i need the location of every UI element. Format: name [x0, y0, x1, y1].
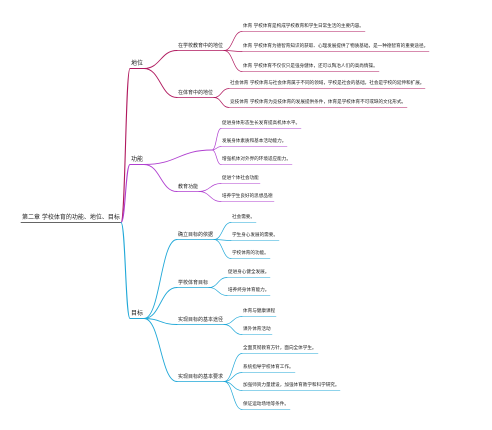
branch-function-group-0-link — [143, 149, 213, 165]
topic-education-function-link — [143, 164, 178, 192]
leaf-goal-basis-3-link — [213, 239, 232, 259]
leaf-goal-pathway-2[interactable]: 课外体育活动 — [243, 327, 271, 332]
leaf-goal-requirement-3[interactable]: 加强师资力量建设，加强体育教学和科学研究。 — [243, 383, 340, 388]
leaf-position-sports-2[interactable]: 竞技体育 学校体育为竞技体育的发展提供条件，体育是学校体育不可或缺的文化形式。 — [230, 100, 407, 105]
topic-position-in-school-education[interactable]: 在学校教育中的地位 — [178, 43, 224, 49]
topic-position-in-school-education-link — [143, 50, 178, 69]
leaf-goal-pathway-1-link — [223, 316, 243, 325]
topic-position-in-sports[interactable]: 在体育中的地位 — [178, 90, 214, 96]
leaf-goal-requirement-2-link — [223, 372, 243, 382]
branch-goal-link — [120, 221, 131, 320]
leaf-goal-basis-1[interactable]: 社会需要。 — [232, 215, 255, 220]
branch-position-link — [120, 67, 131, 224]
leaf-education-function-1-link — [198, 183, 222, 192]
leaf-goal-basis-2[interactable]: 学生身心发展的需要。 — [232, 233, 278, 238]
leaf-school-goal-2-link — [208, 287, 228, 296]
topic-goal-pathways-link — [143, 318, 178, 325]
topic-school-sports-goal-link — [143, 287, 178, 319]
leaf-position-school-1-link — [223, 31, 243, 51]
topic-goal-basis-link — [143, 239, 178, 319]
leaf-goal-basis-1-link — [213, 222, 232, 240]
leaf-function-health-3[interactable]: 增强机体对外界的环境适应能力。 — [222, 157, 291, 162]
leaf-goal-pathway-1[interactable]: 体育与健康课程 — [243, 309, 276, 314]
leaf-function-health-2-link — [211, 146, 222, 151]
leaf-education-function-2-link — [198, 191, 222, 202]
leaf-goal-requirement-1[interactable]: 全面贯彻教育方针，面向全体学生。 — [243, 346, 317, 351]
leaf-function-health-1-link — [211, 128, 222, 151]
leaf-position-school-3-link — [223, 50, 243, 72]
leaf-function-health-2[interactable]: 发展身体素质和基本活动能力。 — [222, 139, 287, 144]
leaf-education-function-1[interactable]: 促进个体社会功能 — [222, 176, 259, 181]
topic-position-in-sports-link — [143, 68, 178, 98]
leaf-position-school-2[interactable]: 体育 学校体育为德智育知识的获取、心理发展提供了物质基础，是一种德智育的重要途径… — [243, 44, 429, 49]
leaf-position-sports-2-link — [213, 97, 230, 108]
topic-school-sports-goal[interactable]: 学校体育目标 — [178, 280, 209, 286]
topic-education-function[interactable]: 教育功能 — [178, 184, 199, 190]
leaf-goal-pathway-2-link — [223, 324, 243, 335]
leaf-position-school-3[interactable]: 体育 学校体育不仅仅只是强身健体，还可以陶冶人们的高尚情操。 — [243, 64, 378, 69]
leaf-school-goal-1[interactable]: 促进身心健全发展。 — [228, 270, 270, 275]
topic-goal-pathways[interactable]: 实现目标的基本途径 — [178, 317, 224, 323]
root-topic[interactable]: 第二章 学校体育的功能、地位、目标 — [22, 214, 120, 221]
leaf-position-school-1[interactable]: 体育 学校体育是构成学校教育和学生日常生活的主要内容。 — [243, 24, 364, 29]
leaf-function-health-3-link — [211, 149, 222, 165]
branch-position[interactable]: 地位 — [131, 60, 144, 67]
leaf-goal-requirement-4[interactable]: 保证运动场地等条件。 — [243, 402, 289, 407]
leaf-goal-requirement-1-link — [223, 353, 243, 382]
topic-goal-basis[interactable]: 确立目标的依据 — [178, 232, 214, 238]
leaf-goal-requirement-4-link — [223, 381, 243, 410]
leaf-goal-requirement-2[interactable]: 系统指导学校体育工作。 — [243, 365, 294, 370]
leaf-school-goal-2[interactable]: 培养终身体育能力。 — [228, 288, 270, 293]
topic-goal-requirements-link — [143, 318, 178, 382]
leaf-goal-basis-3[interactable]: 学校体育的功能。 — [232, 251, 269, 256]
leaf-position-sports-1-link — [213, 88, 230, 98]
branch-function[interactable]: 功能 — [131, 156, 144, 163]
leaf-function-health-1[interactable]: 促进身体形态生长发育提高机体水平。 — [222, 121, 301, 126]
branch-goal[interactable]: 目标 — [131, 310, 144, 317]
leaf-position-sports-1[interactable]: 社会体育 学校体育与社会体育属于不同的领域，学校是社会的基础，社会是学校的延伸和… — [230, 81, 425, 86]
leaf-school-goal-1-link — [208, 277, 228, 288]
branch-function-link — [120, 163, 131, 224]
leaf-education-function-2[interactable]: 培养学生良好的思想品德 — [222, 194, 273, 199]
topic-goal-requirements[interactable]: 实现目标的基本要求 — [178, 374, 224, 380]
